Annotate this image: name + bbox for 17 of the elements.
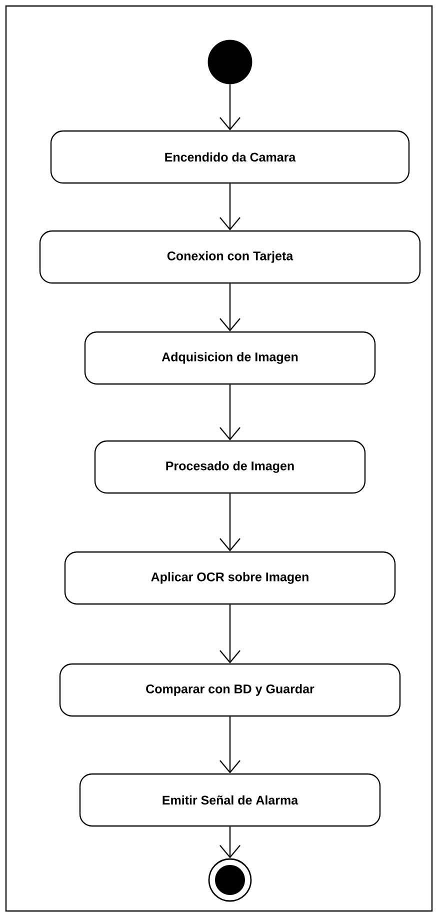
arrow	[220, 184, 240, 230]
arrow	[220, 826, 240, 858]
end-node	[208, 858, 252, 902]
arrow	[220, 604, 240, 664]
arrow	[220, 716, 240, 774]
arrow	[220, 494, 240, 552]
action-box: Adquisicion de Imagen	[84, 331, 376, 385]
action-box: Comparar con BD y Guardar	[59, 663, 401, 717]
arrow	[220, 384, 240, 440]
action-box: Encendido da Camara	[50, 130, 410, 184]
start-node	[208, 40, 252, 84]
action-box: Conexion con Tarjeta	[39, 230, 421, 284]
arrow	[220, 284, 240, 332]
arrow	[220, 84, 240, 130]
action-box: Procesado de Imagen	[94, 440, 366, 494]
action-box: Aplicar OCR sobre Imagen	[64, 551, 396, 605]
action-box: Emitir Señal de Alarma	[79, 773, 381, 827]
